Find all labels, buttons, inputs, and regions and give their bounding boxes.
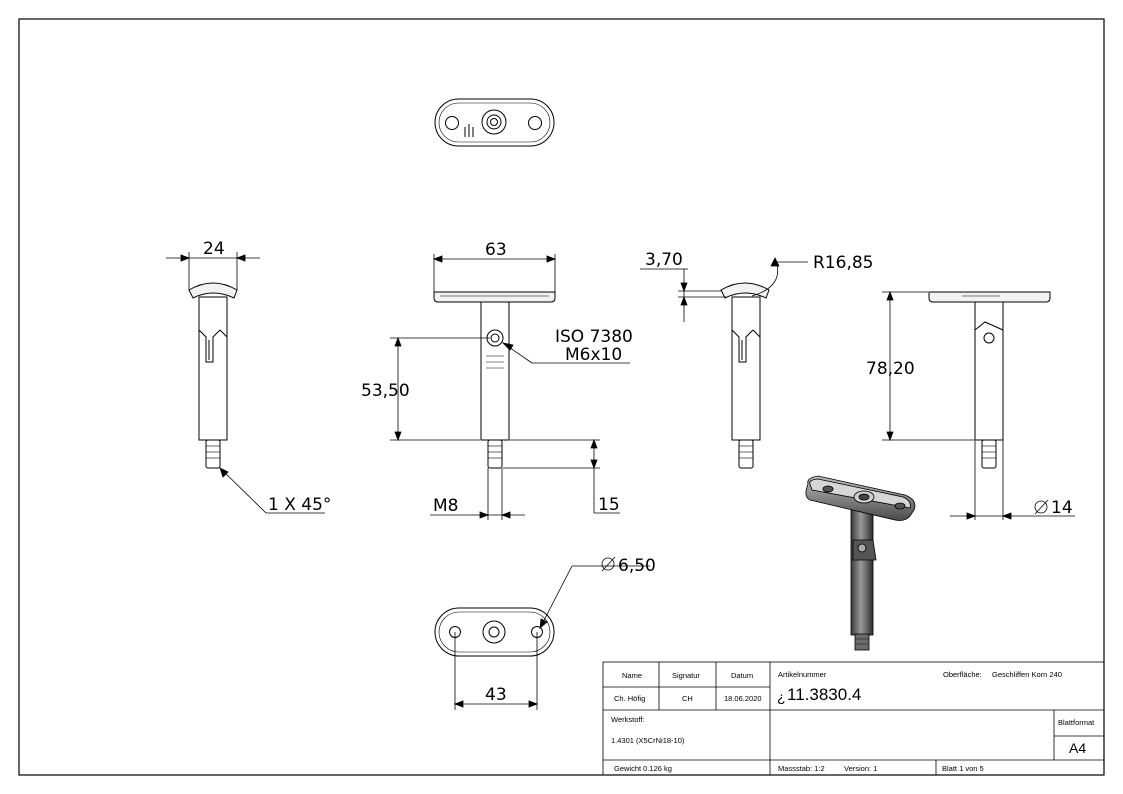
tb-datum-value: 18.06.2020 bbox=[724, 694, 762, 703]
dim-63-text: 63 bbox=[485, 240, 507, 260]
dim-78-20-text: 78,20 bbox=[866, 359, 915, 379]
tb-massstab: Massstab: 1:2 bbox=[778, 764, 825, 773]
dim-dia-6-50 bbox=[539, 556, 650, 629]
bottom-view bbox=[434, 607, 555, 657]
tb-artikel-prefix: ¿ bbox=[777, 689, 786, 705]
title-block bbox=[602, 661, 1105, 776]
tb-blatt: Blatt 1 von 5 bbox=[942, 764, 984, 773]
tb-version: Version: 1 bbox=[844, 764, 877, 773]
tb-blattformat-value: A4 bbox=[1069, 740, 1086, 756]
iso-text-2: M6x10 bbox=[565, 345, 622, 365]
dim-15-text: 15 bbox=[598, 495, 620, 515]
dim-43 bbox=[453, 632, 539, 710]
tb-werkstoff-value: 1.4301 (X5CrNi18-10) bbox=[611, 736, 685, 745]
rear-view bbox=[928, 291, 1051, 469]
tb-col-signatur: Signatur bbox=[672, 671, 700, 680]
tb-oberflaeche-label: Oberfläche: bbox=[943, 670, 982, 679]
dim-dia-14-text: 14 bbox=[1051, 498, 1073, 518]
tb-werkstoff-label: Werkstoff: bbox=[611, 715, 644, 724]
dim-63 bbox=[432, 254, 557, 292]
dim-m8-text: M8 bbox=[433, 496, 458, 516]
dim-24 bbox=[166, 252, 260, 290]
dim-53-50 bbox=[390, 336, 490, 442]
dim-53-50-text: 53,50 bbox=[361, 381, 410, 401]
dim-3-70-text: 3,70 bbox=[645, 250, 683, 270]
radius-text: R16,85 bbox=[813, 253, 873, 273]
dim-43-text: 43 bbox=[485, 685, 507, 705]
iso-text-1: ISO 7380 bbox=[555, 327, 633, 347]
dim-dia-6-50-text: 6,50 bbox=[618, 556, 656, 576]
dim-3-70 bbox=[640, 268, 726, 322]
dim-24-text: 24 bbox=[203, 239, 225, 259]
left-side-view bbox=[188, 282, 238, 469]
tb-oberflaeche-value: Geschliffen Korn 240 bbox=[992, 670, 1062, 679]
iso-leader bbox=[501, 342, 630, 364]
chamfer-text: 1 X 45° bbox=[268, 495, 331, 515]
dim-78-20 bbox=[882, 290, 974, 442]
tb-artikel-label: Artikelnummer bbox=[778, 670, 827, 679]
tb-blattformat-label: Blattformat bbox=[1058, 718, 1095, 727]
tb-name-value: Ch. Höfig bbox=[614, 694, 645, 703]
sheet-border bbox=[18, 18, 1105, 776]
top-view bbox=[434, 98, 555, 147]
tb-signatur-value: CH bbox=[682, 694, 693, 703]
dim-radius bbox=[751, 257, 808, 297]
front-view bbox=[433, 291, 556, 469]
dim-15 bbox=[503, 438, 620, 514]
iso-3d-view bbox=[805, 475, 916, 651]
dim-dia-14 bbox=[950, 440, 1075, 520]
tb-gewicht: Gewicht 0.126 kg bbox=[614, 764, 672, 773]
tb-col-datum: Datum bbox=[731, 671, 753, 680]
chamfer-leader bbox=[219, 467, 325, 514]
tb-artikel-value: 11.3830.4 bbox=[787, 685, 861, 704]
dim-m8 bbox=[430, 468, 525, 520]
saddle-side-view bbox=[720, 282, 770, 469]
tb-col-name: Name bbox=[622, 671, 642, 680]
